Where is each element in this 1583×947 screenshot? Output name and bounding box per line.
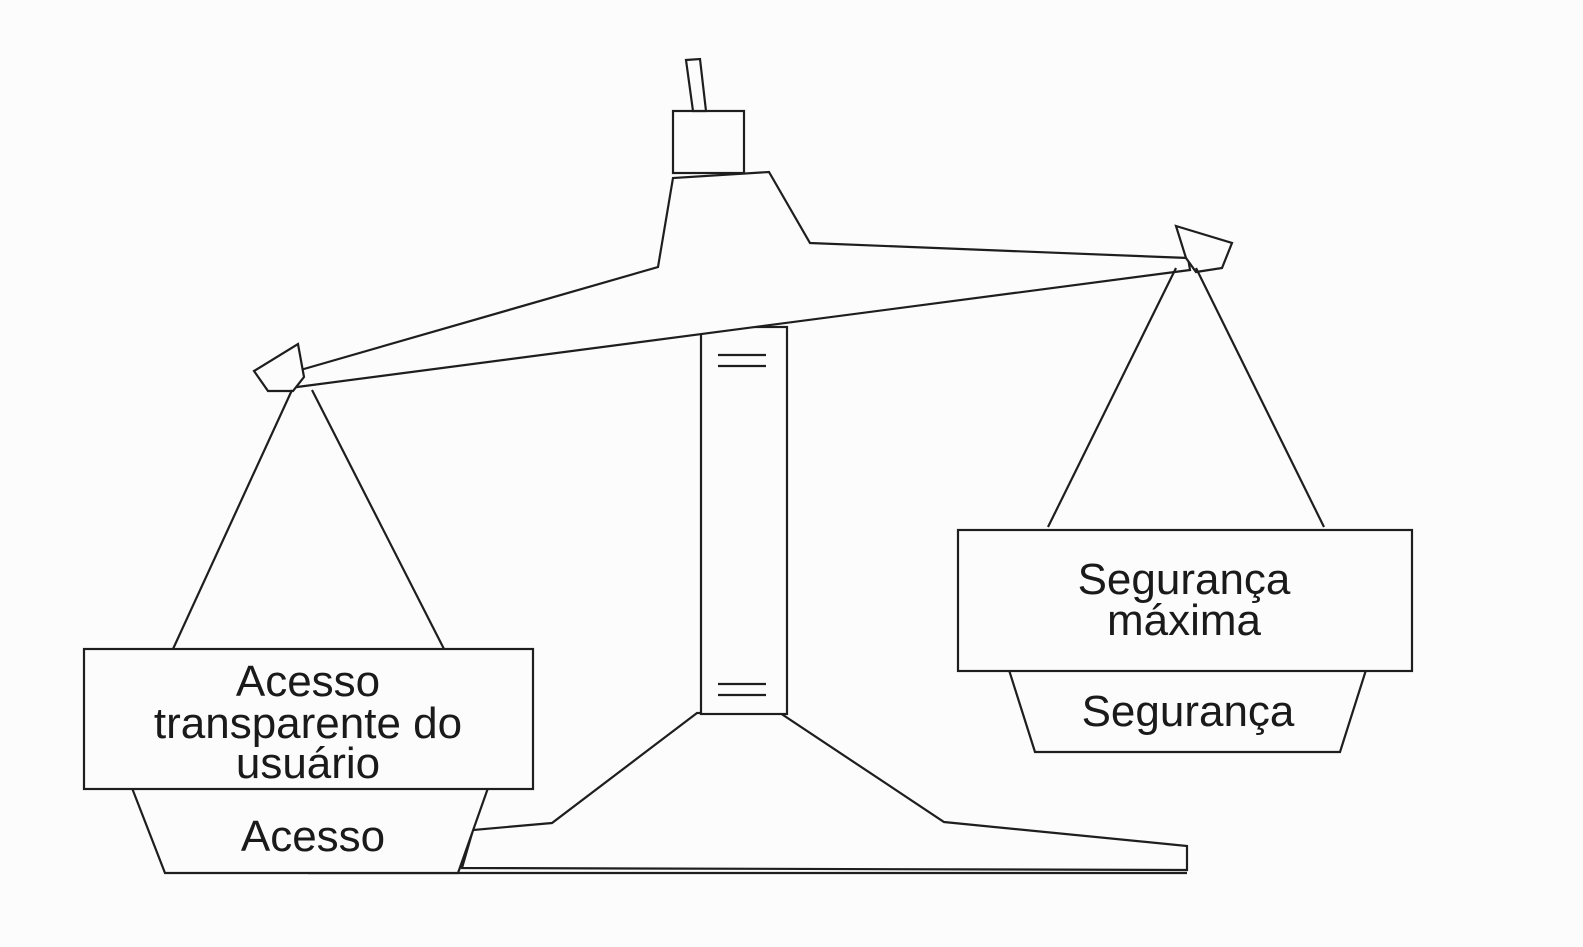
scale-top-cap [671,109,746,175]
left-box-line-1: Acesso [236,657,380,706]
scale-top-pin [684,57,708,113]
left-box-line-2: transparente do [154,699,462,748]
right-base-label: Segurança [1082,687,1295,736]
left-pan-box [82,647,535,791]
scale-base [460,711,1189,872]
right-beam-end [1174,224,1234,274]
left-pan-string-left [172,389,293,650]
right-pan-box [956,528,1414,673]
right-pan-string-right [1195,267,1325,528]
scale-column [699,325,789,716]
left-beam-end [252,342,306,393]
left-base-label: Acesso [241,812,385,861]
right-box-line-1: Segurança [1078,555,1291,604]
left-box-line-3: usuário [236,739,380,788]
left-pan-string-right [311,389,445,650]
right-box-line-2: máxima [1107,596,1262,645]
right-pan-string-left [1047,267,1177,528]
scale-beam [288,170,1192,389]
